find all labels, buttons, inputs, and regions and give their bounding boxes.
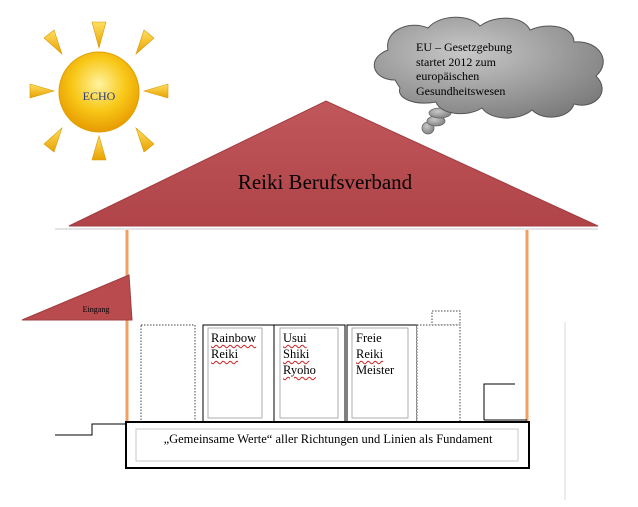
pillar-inner bbox=[279, 327, 339, 419]
cloud-line: EU – Gesetzgebung bbox=[416, 40, 512, 54]
pillar-rainbow-reiki: Rainbow Reiki bbox=[211, 330, 267, 362]
roof-title: Reiki Berufsverband bbox=[237, 170, 413, 194]
pillar-usui-shiki-ryoho: Usui Shiki Ryoho bbox=[283, 330, 339, 378]
pillar-line: Freie bbox=[356, 331, 382, 345]
pillar-line: Reiki bbox=[211, 347, 239, 361]
pillar-line: Shiki bbox=[283, 347, 310, 361]
pillar-freie-reiki-meister: Freie Reiki Meister bbox=[356, 330, 412, 378]
pillar-inner bbox=[351, 327, 409, 419]
pillar-dotted-right bbox=[416, 324, 461, 423]
entrance-wedge bbox=[21, 274, 133, 321]
pillar-line: Reiki bbox=[356, 347, 384, 361]
pillar-dotted-right bbox=[431, 310, 461, 326]
cloud-body bbox=[373, 16, 604, 119]
left-step-line bbox=[55, 423, 130, 436]
sun bbox=[29, 21, 169, 161]
sun-rays bbox=[29, 21, 169, 161]
thought-cloud bbox=[373, 16, 604, 135]
pillar-inner bbox=[207, 327, 263, 419]
pillar-line: Usui bbox=[283, 331, 307, 345]
cloud-line: europäischen bbox=[416, 69, 480, 83]
pillar-dotted-left bbox=[140, 324, 196, 423]
cloud-text: EU – Gesetzgebung startet 2012 zum europ… bbox=[416, 40, 576, 98]
sun-label: ECHO bbox=[82, 89, 116, 103]
roof bbox=[68, 100, 599, 227]
right-step-line bbox=[483, 383, 515, 420]
cloud-line: Gesundheitswesen bbox=[416, 83, 506, 98]
pillar-line: Meister bbox=[356, 363, 395, 377]
sun-disc bbox=[58, 51, 140, 133]
pillar-line: Rainbow bbox=[211, 331, 257, 345]
foundation-text: „Gemeinsame Werte“ aller Richtungen und … bbox=[163, 432, 493, 446]
entrance-label: Eingang bbox=[82, 305, 110, 314]
cloud-line: startet 2012 zum bbox=[416, 54, 496, 69]
pillar-line: Ryoho bbox=[283, 363, 316, 377]
foundation-inner bbox=[135, 428, 519, 462]
